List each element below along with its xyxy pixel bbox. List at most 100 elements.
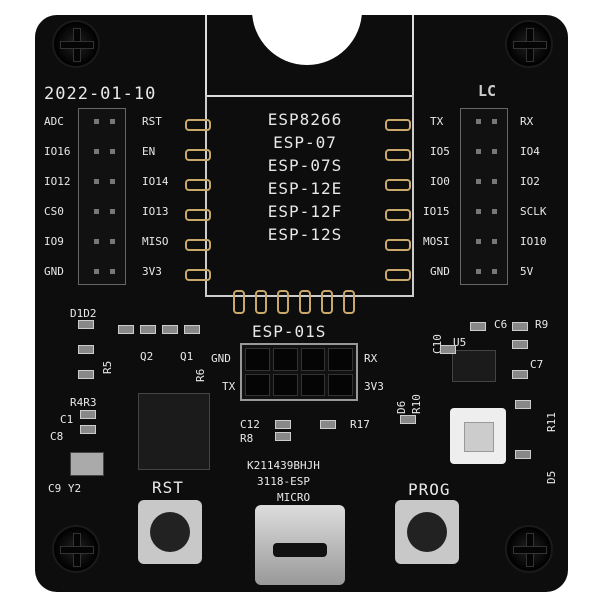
smd-component: [515, 400, 531, 409]
esp01s-socket[interactable]: [240, 343, 358, 401]
crystal-y2: [70, 452, 104, 476]
smd-component: [400, 415, 416, 424]
smd-component: [512, 340, 528, 349]
castellated-pad: [299, 290, 311, 314]
component-label-r10: R10: [410, 394, 423, 414]
smd-component: [515, 450, 531, 459]
left-header-outer-label: ADC: [44, 115, 64, 128]
usb-serial-chip: [138, 393, 210, 470]
module-name: ESP-07S: [267, 156, 343, 175]
header-pin: [94, 179, 99, 184]
module-notch: [205, 0, 414, 97]
screw-bottom-left: [52, 525, 100, 573]
castellated-pad: [185, 239, 211, 251]
castellated-pad: [385, 119, 411, 131]
left-header-outer-label: IO16: [44, 145, 71, 158]
castellated-pad: [385, 239, 411, 251]
right-header-inner-label: IO0: [430, 175, 450, 188]
smd-component: [80, 410, 96, 419]
castellated-pad: [277, 290, 289, 314]
castellated-pad: [385, 209, 411, 221]
header-pin: [476, 209, 481, 214]
castellated-pad: [255, 290, 267, 314]
header-pin: [94, 149, 99, 154]
socket-hole: [300, 373, 326, 396]
header-pin: [476, 179, 481, 184]
esp01s-rx-label: RX: [364, 352, 378, 365]
smd-component: [184, 325, 200, 334]
component-label-r8: R8: [240, 432, 254, 445]
component-label-r9: R9: [535, 318, 549, 331]
left-header-outer-label: IO12: [44, 175, 71, 188]
smd-component: [470, 322, 486, 331]
component-label-r4r3: R4R3: [70, 396, 97, 409]
right-header-inner-label: MOSI: [423, 235, 450, 248]
rst-button[interactable]: [138, 500, 202, 564]
esp01s-3v3-label: 3V3: [364, 380, 384, 393]
board-code: 3118-ESP: [257, 475, 310, 488]
serial-code: K211439BHJH: [247, 459, 320, 472]
smd-component: [140, 325, 156, 334]
micro-usb-port[interactable]: [255, 505, 345, 585]
module-name: ESP-12F: [267, 202, 343, 221]
header-pin: [94, 209, 99, 214]
component-label-d1d2: D1D2: [70, 307, 97, 320]
right-pin-header[interactable]: [460, 108, 508, 285]
castellated-pad: [385, 269, 411, 281]
date-label: 2022-01-10: [44, 84, 157, 104]
socket-hole: [328, 373, 353, 396]
left-header-inner-label: IO13: [142, 205, 169, 218]
left-header-outer-label: GND: [44, 265, 64, 278]
module-name: ESP-12S: [267, 225, 343, 244]
socket-hole: [328, 348, 353, 371]
component-label-c6: C6: [494, 318, 508, 331]
component-label-r5: R5: [101, 360, 114, 374]
left-pin-header[interactable]: [78, 108, 126, 285]
smd-component: [80, 425, 96, 434]
component-label-q2: Q2: [140, 350, 154, 363]
castellated-pad: [185, 179, 211, 191]
smd-component: [512, 322, 528, 331]
header-pin: [110, 119, 115, 124]
component-label-u5: U5: [453, 336, 467, 349]
left-header-inner-label: MISO: [142, 235, 169, 248]
castellated-pad: [185, 119, 211, 131]
left-header-inner-label: RST: [142, 115, 162, 128]
screw-bottom-right: [505, 525, 553, 573]
smd-component: [440, 345, 456, 354]
header-pin: [110, 149, 115, 154]
left-header-inner-label: 3V3: [142, 265, 162, 278]
right-header-outer-label: IO10: [520, 235, 547, 248]
prog-button[interactable]: [395, 500, 459, 564]
led-module: [450, 408, 506, 464]
esp01s-gnd-label: GND: [211, 352, 231, 365]
right-header-inner-label: IO15: [423, 205, 450, 218]
header-pin: [476, 269, 481, 274]
left-header-inner-label: IO14: [142, 175, 169, 188]
socket-hole: [300, 348, 326, 371]
component-label-c7: C7: [530, 358, 544, 371]
header-pin: [94, 269, 99, 274]
component-label-c12: C12: [240, 418, 260, 431]
component-label-c9y2: C9 Y2: [48, 482, 82, 495]
smd-component: [512, 370, 528, 379]
castellated-pad: [321, 290, 333, 314]
esp01s-title: ESP-01S: [252, 322, 327, 341]
castellated-pad: [185, 209, 211, 221]
castellated-pad: [185, 269, 211, 281]
header-pin: [110, 209, 115, 214]
component-label-r11: R11: [545, 412, 558, 432]
smd-component: [78, 345, 94, 354]
smd-component: [275, 432, 291, 441]
header-pin: [110, 239, 115, 244]
smd-component: [78, 370, 94, 379]
socket-hole: [245, 373, 270, 396]
right-header-outer-label: IO4: [520, 145, 540, 158]
component-label-d5: D5: [545, 470, 558, 484]
right-header-outer-label: 5V: [520, 265, 534, 278]
castellated-pad: [343, 290, 355, 314]
left-header-outer-label: CS0: [44, 205, 64, 218]
header-pin: [492, 119, 497, 124]
right-header-inner-label: TX: [430, 115, 444, 128]
